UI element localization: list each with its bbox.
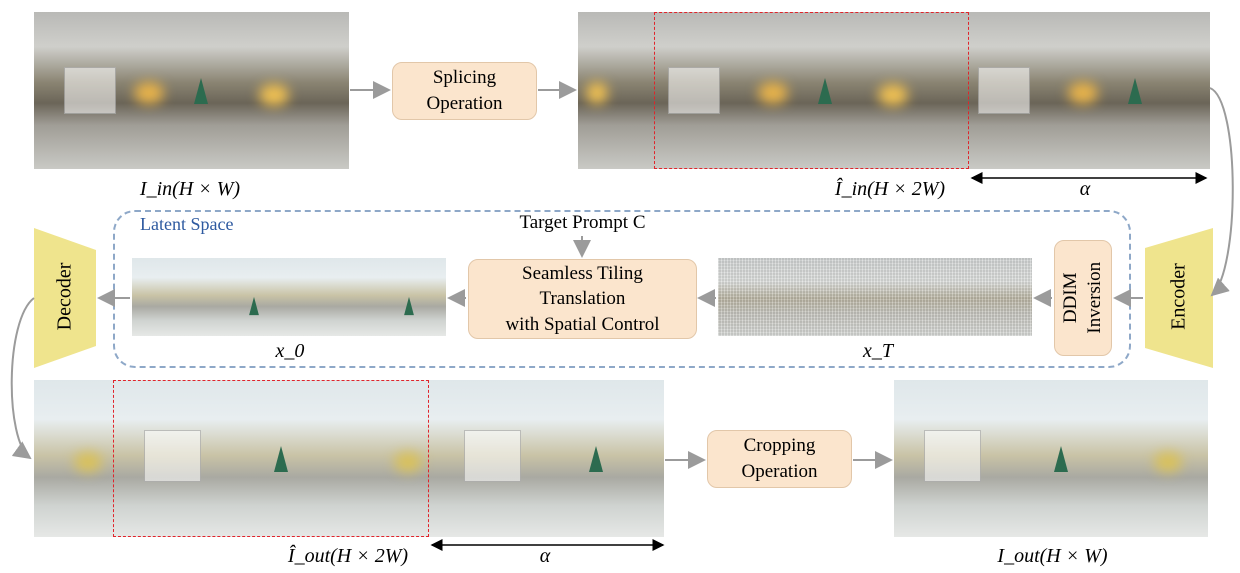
spliced-panorama xyxy=(578,12,1210,169)
latent-x0 xyxy=(132,258,446,336)
latent-xT xyxy=(718,258,1032,336)
input-panorama xyxy=(34,12,349,169)
input-caption: I_in(H × W) xyxy=(139,178,241,200)
arrow-spliced-to-encoder xyxy=(1209,87,1234,297)
target-prompt: Target Prompt C xyxy=(519,212,646,233)
spliced-caption: Î_in(H × 2W) xyxy=(834,178,946,200)
latent-space-label: Latent Space xyxy=(140,214,234,234)
alpha-top-label: α xyxy=(1079,178,1091,200)
output-caption: I_out(H × W) xyxy=(997,545,1108,567)
seamless-tiling-box: Seamless Tiling Translation with Spatial… xyxy=(468,259,697,339)
encoder-block xyxy=(1145,228,1213,368)
alpha-bottom-label: α xyxy=(539,545,551,567)
output-spliced-panorama xyxy=(34,380,664,537)
x0-caption: x_0 xyxy=(275,340,305,362)
xT-caption: x_T xyxy=(863,340,893,362)
ddim-inversion-box: DDIM Inversion xyxy=(1054,240,1112,356)
decoder-block xyxy=(34,228,96,368)
crop-window-bottom xyxy=(113,380,429,537)
crop-window-top xyxy=(654,12,969,169)
arrow-decoder-to-output xyxy=(10,297,35,460)
output-spliced-caption: Î_out(H × 2W) xyxy=(287,545,409,567)
output-panorama xyxy=(894,380,1208,537)
